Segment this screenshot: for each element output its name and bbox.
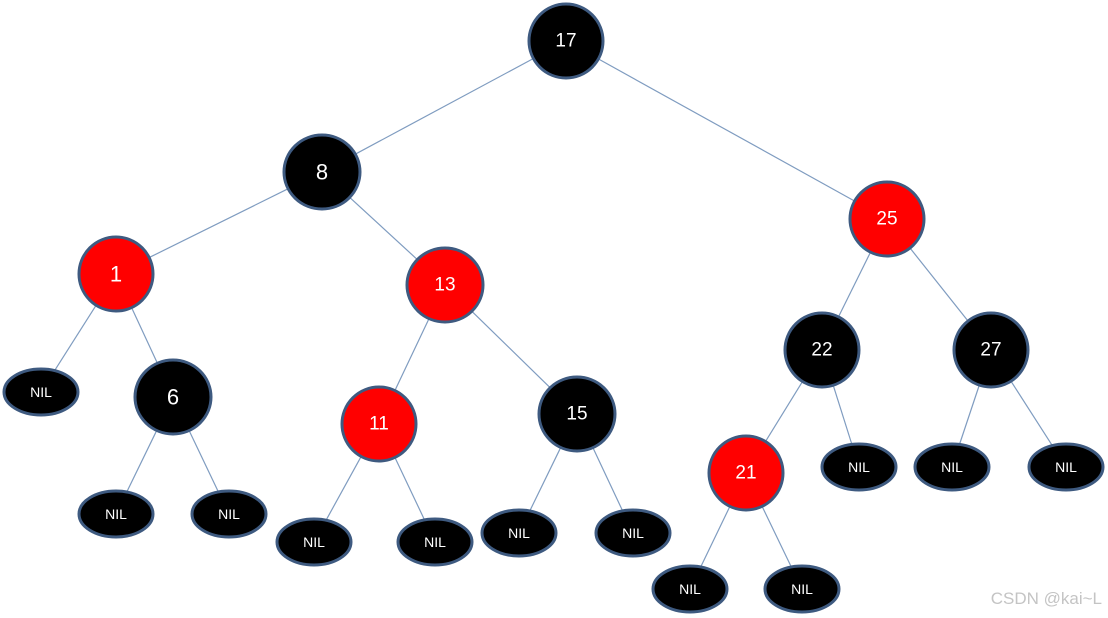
black-nil-ellipse: [594, 508, 672, 558]
edge-n21-nil21R: [761, 506, 792, 567]
nil-label: NIL: [218, 506, 240, 522]
nil-label: NIL: [1055, 459, 1077, 475]
edge-n6-nil6R: [188, 431, 219, 492]
nil-leaf-15r: NIL: [594, 508, 672, 558]
black-nil-ellipse: [820, 442, 898, 492]
node-value-label: 21: [735, 463, 756, 484]
nil-leaf-11r: NIL: [396, 517, 474, 567]
nil-label: NIL: [679, 581, 701, 597]
edge-n8-n1: [149, 188, 288, 258]
tree-node-11: 11: [340, 385, 418, 463]
node-value-label: 25: [876, 209, 897, 230]
black-node-circle: [537, 375, 617, 453]
black-node-circle: [527, 2, 605, 80]
black-nil-ellipse: [913, 442, 991, 492]
node-value-label: 17: [555, 31, 576, 52]
black-nil-ellipse: [651, 564, 729, 614]
tree-node-27: 27: [952, 311, 1030, 389]
black-node-circle: [282, 133, 362, 211]
nil-label: NIL: [848, 459, 870, 475]
black-nil-ellipse: [275, 517, 353, 567]
tree-node-17: 17: [527, 2, 605, 80]
edge-n17-n25: [598, 58, 855, 202]
nil-leaf-21r: NIL: [763, 564, 841, 614]
edge-n27-nil27L: [959, 385, 980, 444]
edge-n25-n22: [838, 252, 871, 317]
black-nil-ellipse: [1027, 442, 1105, 492]
edge-n8-n13: [349, 197, 418, 260]
nil-leaf-22r: NIL: [820, 442, 898, 492]
red-node-circle: [405, 246, 485, 324]
black-node-circle: [952, 311, 1030, 389]
node-value-label: 15: [566, 404, 587, 425]
nil-leaf-27r: NIL: [1027, 442, 1105, 492]
tree-node-6: 6: [133, 358, 213, 436]
nil-leaf-15l: NIL: [480, 508, 558, 558]
node-value-label: 11: [369, 414, 389, 435]
nil-label: NIL: [508, 525, 530, 541]
red-node-circle: [707, 434, 785, 512]
nil-label: NIL: [424, 534, 446, 550]
node-value-label: 8: [316, 160, 328, 185]
node-value-label: 27: [980, 340, 1001, 361]
nil-leaf-11l: NIL: [275, 517, 353, 567]
edge-n11-nil11L: [325, 457, 362, 520]
edge-n25-n27: [910, 248, 968, 321]
tree-node-1: 1: [77, 235, 155, 313]
black-node-circle: [133, 358, 213, 436]
edge-n22-nil22R: [832, 386, 853, 444]
edge-n13-n15: [472, 311, 550, 388]
tree-node-8: 8: [282, 133, 362, 211]
nil-label: NIL: [30, 384, 52, 400]
nil-label: NIL: [105, 506, 127, 522]
edge-n1-nil1L: [54, 305, 97, 371]
node-value-label: 22: [811, 340, 832, 361]
tree-edges: [54, 58, 1053, 567]
black-nil-ellipse: [190, 489, 268, 539]
nil-leaf-1l: NIL: [2, 367, 80, 417]
nil-label: NIL: [941, 459, 963, 475]
nil-leaf-6l: NIL: [77, 489, 155, 539]
black-nil-ellipse: [480, 508, 558, 558]
edge-n13-n11: [394, 319, 430, 390]
watermark-text: CSDN @kai~L: [990, 589, 1102, 608]
edge-n11-nil11R: [394, 458, 425, 520]
tree-node-21: 21: [707, 434, 785, 512]
edge-n6-nil6L: [126, 431, 157, 492]
black-nil-ellipse: [2, 367, 80, 417]
black-node-circle: [783, 311, 861, 389]
edge-n1-n6: [131, 308, 158, 363]
edge-n17-n8: [355, 58, 533, 155]
nil-label: NIL: [303, 534, 325, 550]
edge-n22-n21: [765, 381, 803, 442]
edge-n15-nil15R: [592, 448, 623, 511]
red-node-circle: [340, 385, 418, 463]
red-node-circle: [77, 235, 155, 313]
black-nil-ellipse: [77, 489, 155, 539]
tree-node-25: 25: [848, 180, 926, 258]
edge-n27-nil27R: [1010, 381, 1053, 446]
nil-leaf-27l: NIL: [913, 442, 991, 492]
black-nil-ellipse: [763, 564, 841, 614]
tree-node-22: 22: [783, 311, 861, 389]
node-value-label: 13: [434, 275, 455, 296]
tree-node-15: 15: [537, 375, 617, 453]
tree-node-13: 13: [405, 246, 485, 324]
edge-n15-nil15L: [529, 448, 561, 511]
red-node-circle: [848, 180, 926, 258]
edge-n21-nil21L: [700, 506, 731, 567]
nil-label: NIL: [622, 525, 644, 541]
nil-leaf-6r: NIL: [190, 489, 268, 539]
node-value-label: 6: [167, 385, 179, 410]
node-value-label: 1: [110, 262, 122, 287]
nil-label: NIL: [791, 581, 813, 597]
nil-leaf-21l: NIL: [651, 564, 729, 614]
black-nil-ellipse: [396, 517, 474, 567]
